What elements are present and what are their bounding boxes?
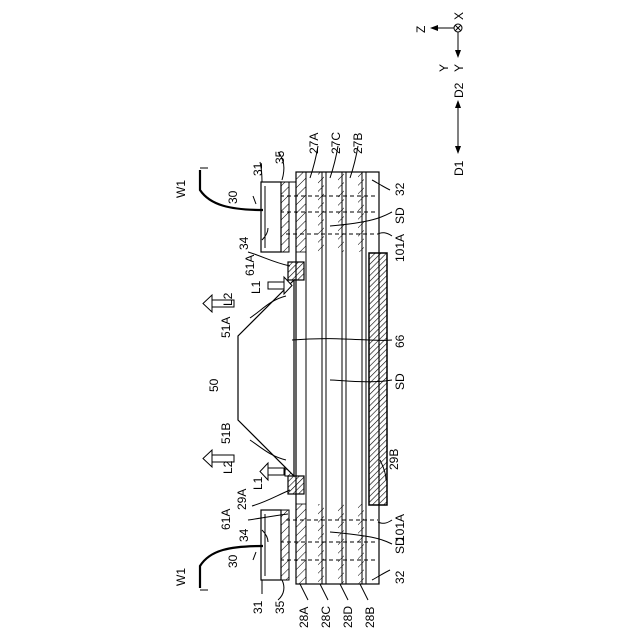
connector-30-bottom — [200, 510, 289, 590]
label-w1-top: W1 — [174, 180, 188, 198]
label-sd-bottom: SD — [393, 537, 407, 554]
axis-label-x: X — [452, 12, 466, 20]
leader-32-bottom — [372, 570, 390, 580]
label-28c: 28C — [319, 606, 333, 628]
label-30-top: 30 — [226, 190, 240, 204]
label-27b: 27B — [351, 133, 365, 154]
arrow-l2-top-head — [203, 295, 212, 312]
label-66: 66 — [393, 334, 407, 348]
label-32-bottom: 32 — [393, 570, 407, 584]
axis-label-d2: D2 — [452, 82, 466, 98]
d1-arrow-head — [455, 146, 461, 154]
label-sd-top: SD — [393, 207, 407, 224]
label-28b: 28B — [363, 607, 377, 628]
label-27a: 27A — [307, 133, 321, 154]
axis-label-y-side: Y — [452, 64, 466, 72]
leader-101a-top — [378, 233, 392, 236]
leader-28d — [340, 584, 348, 600]
label-28d: 28D — [341, 606, 355, 628]
label-34-top: 34 — [237, 236, 251, 250]
label-l1-bottom: L1 — [251, 476, 265, 490]
leader-30-bottom-arrow — [253, 552, 256, 560]
hatch-l3-bottom — [338, 504, 344, 584]
arrow-l1-top-shaft — [268, 282, 284, 289]
direction-indicator: Y D2 D1 — [452, 64, 466, 176]
label-61a-bottom: 61A — [219, 509, 233, 530]
label-35-top: 35 — [273, 150, 287, 164]
label-30-bottom: 30 — [226, 554, 240, 568]
leader-28b — [360, 584, 368, 600]
label-61a-top: 61A — [243, 255, 257, 276]
label-l1-top: L1 — [249, 280, 263, 294]
d2-arrow-head — [455, 100, 461, 108]
label-101a-top: 101A — [393, 234, 407, 262]
leader-28c — [320, 584, 328, 600]
connector-35-top — [281, 182, 289, 252]
label-29a: 29A — [235, 489, 249, 510]
hatch-28a-bottom — [296, 504, 306, 584]
label-29b: 29B — [387, 449, 401, 470]
block-29a-top — [288, 262, 304, 280]
connector-35-bottom — [281, 510, 289, 580]
hatch-l2-bottom — [318, 504, 324, 584]
connector-31-bottom — [261, 510, 281, 580]
label-51b: 51B — [219, 423, 233, 444]
block-29a-bottom — [288, 476, 304, 494]
label-w1-bottom: W1 — [174, 568, 188, 586]
label-34-bottom: 34 — [237, 528, 251, 542]
leader-32-top — [372, 180, 390, 190]
z-arrow-head — [430, 25, 438, 31]
hatch-l4-bottom — [358, 504, 364, 584]
axis-label-d1: D1 — [452, 160, 466, 176]
label-l2-bottom: L2 — [221, 460, 235, 474]
axis-indicator: Z X Y — [414, 12, 466, 72]
label-31-top: 31 — [251, 162, 265, 176]
element-50 — [238, 280, 294, 476]
label-sd-mid: SD — [393, 373, 407, 390]
leader-29a — [252, 490, 290, 506]
axis-label-y-top: Y — [437, 64, 451, 72]
leader-30-top-arrow — [253, 196, 256, 204]
arrow-l2-bottom-head — [203, 450, 212, 467]
layer-29b — [369, 253, 387, 505]
axis-label-z: Z — [414, 26, 428, 33]
label-28a: 28A — [297, 607, 311, 628]
leader-35-bottom — [278, 580, 284, 600]
label-l2-top: L2 — [221, 292, 235, 306]
y-arrow-head — [455, 50, 461, 58]
label-27c: 27C — [329, 132, 343, 154]
label-31-bottom: 31 — [251, 600, 265, 614]
label-50: 50 — [207, 378, 221, 392]
label-32-top: 32 — [393, 182, 407, 196]
label-51a: 51A — [219, 317, 233, 338]
arrow-l1-bottom-shaft — [268, 468, 284, 475]
leader-101a-bottom — [378, 520, 392, 523]
label-35-bottom: 35 — [273, 600, 287, 614]
connector-31-top — [261, 182, 281, 252]
leader-28a — [300, 584, 308, 600]
